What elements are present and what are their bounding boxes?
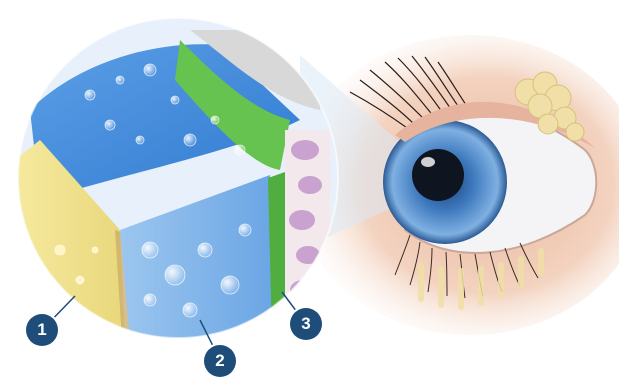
callout-2-badge: 2 — [204, 345, 236, 377]
eye-highlight — [421, 157, 435, 167]
callout-1-badge: 1 — [26, 314, 58, 346]
pupil — [412, 149, 464, 201]
callout-3-badge: 3 — [290, 308, 322, 340]
